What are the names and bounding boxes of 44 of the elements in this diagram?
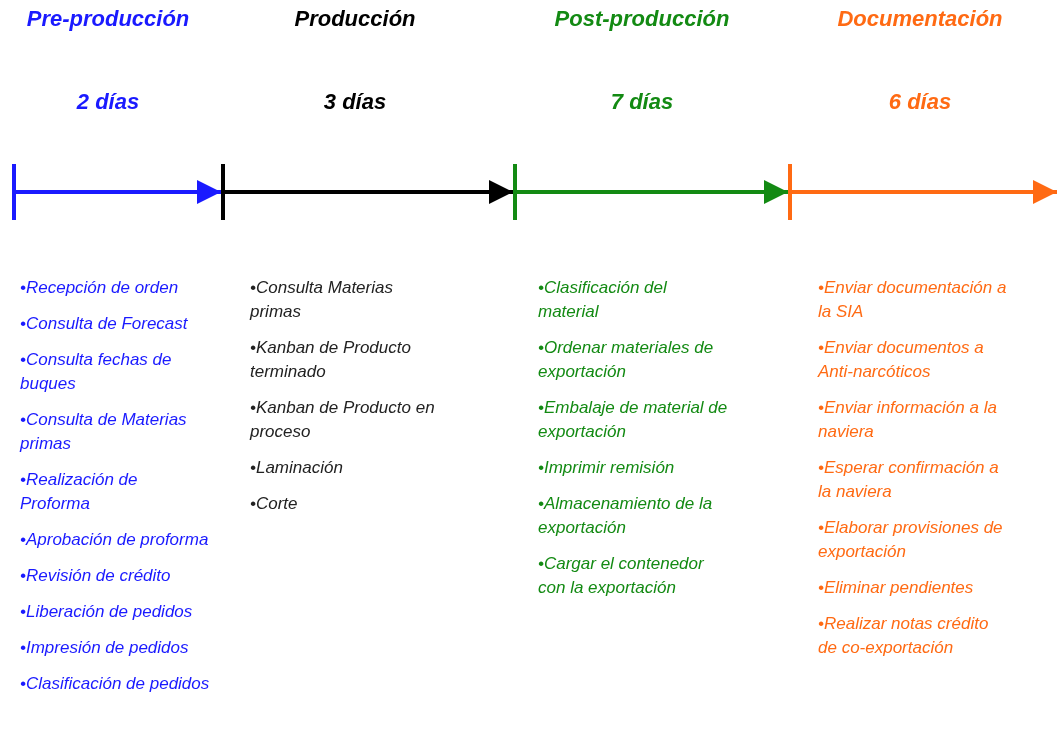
task-item: •Realización de Proforma <box>20 469 139 515</box>
task-item: •Enviar información a la naviera <box>818 397 998 443</box>
task-item: •Realizar notas crédito de co-exportación <box>818 613 990 659</box>
task-item: •Embalaje de material de exportación <box>538 397 728 443</box>
task-item: •Clasificación de pedidos <box>20 673 210 695</box>
task-item: •Kanban de Producto terminado <box>250 337 412 383</box>
task-item: •Consulta de Forecast <box>20 313 189 335</box>
task-item: •Liberación de pedidos <box>20 601 194 623</box>
task-item: •Ordenar materiales de exportación <box>538 337 715 383</box>
task-item: •Laminación <box>250 457 344 479</box>
task-item: •Cargar el contenedor con la exportación <box>538 553 705 599</box>
task-item: •Revisión de crédito <box>20 565 172 587</box>
tick-mark <box>221 164 225 220</box>
task-item: •Elaborar provisiones de exportación <box>818 517 1004 563</box>
task-item: •Aprobación de proforma <box>20 529 210 551</box>
task-item: •Almacenamiento de la exportación <box>538 493 714 539</box>
tick-mark <box>12 164 16 220</box>
tick-mark <box>788 164 792 220</box>
timeline-arrow <box>792 180 1057 204</box>
phase-title: Documentación <box>837 6 1003 32</box>
task-item: •Corte <box>250 493 299 515</box>
phase-title: Post-producción <box>554 6 730 32</box>
task-item: •Esperar confirmación a la naviera <box>818 457 1000 503</box>
task-item: •Clasificación del material <box>538 277 668 323</box>
task-item: •Enviar documentación a la SIA <box>818 277 1008 323</box>
timeline-arrow <box>16 180 221 204</box>
timeline-arrow <box>517 180 788 204</box>
phase-title: Pre-producción <box>26 6 190 32</box>
task-item: •Consulta Materias primas <box>250 277 394 323</box>
task-item: •Enviar documentos a Anti-narcóticos <box>818 337 985 383</box>
task-item: •Consulta fechas de buques <box>20 349 173 395</box>
duration-label: 3 días <box>323 89 387 115</box>
task-item: •Impresión de pedidos <box>20 637 190 659</box>
task-item: •Eliminar pendientes <box>818 577 975 599</box>
duration-label: 2 días <box>76 89 140 115</box>
task-item: •Consulta de Materias primas <box>20 409 188 455</box>
timeline-arrow <box>225 180 513 204</box>
duration-label: 7 días <box>610 89 674 115</box>
task-item: •Recepción de orden <box>20 277 180 299</box>
task-item: •Imprimir remisión <box>538 457 676 479</box>
tick-mark <box>513 164 517 220</box>
duration-label: 6 días <box>888 89 952 115</box>
task-item: •Kanban de Producto en proceso <box>250 397 436 443</box>
phase-title: Producción <box>294 6 416 32</box>
